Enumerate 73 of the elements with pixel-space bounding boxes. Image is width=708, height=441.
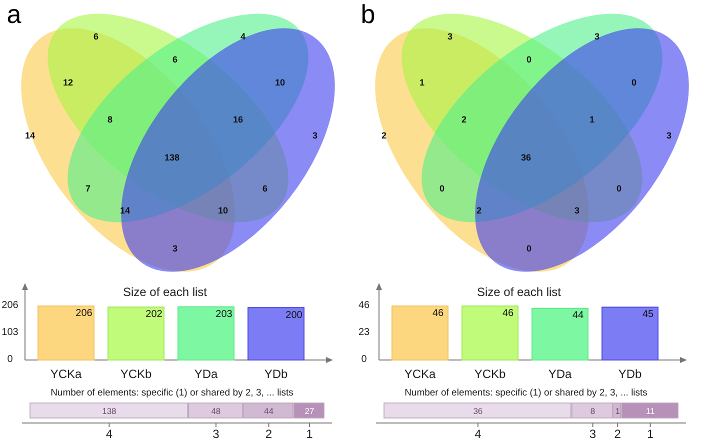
tick-label: 46 — [358, 301, 370, 311]
tick-label: 1 — [306, 428, 313, 440]
tick-label: 23 — [358, 328, 370, 338]
tick-label: 0 — [361, 355, 367, 365]
region-count: 3 — [172, 244, 178, 254]
tick-label: 3 — [212, 428, 220, 440]
region-count: 2 — [462, 116, 466, 124]
segment-value: 27 — [304, 406, 314, 416]
region-count: 0 — [632, 78, 636, 88]
region-count: 2 — [476, 206, 482, 216]
region-count: 12 — [63, 78, 73, 88]
segment-value: 138 — [102, 406, 116, 416]
region-count: 138 — [164, 154, 180, 162]
tick-label: 206 — [2, 301, 18, 311]
panel-letter: b — [360, 1, 376, 27]
region-count: 3 — [448, 32, 452, 42]
tick-label: 4 — [474, 428, 482, 440]
tick-label: 1 — [646, 428, 654, 440]
region-count: 6 — [94, 32, 98, 42]
segment-value: 11 — [646, 406, 655, 416]
region-count: 7 — [86, 184, 90, 194]
category-label: YCKb — [120, 368, 152, 380]
category-label: YDb — [264, 368, 288, 380]
region-count: 1 — [420, 78, 424, 88]
value-label: 46 — [432, 309, 444, 319]
tick-label: 103 — [2, 328, 18, 338]
region-count: 3 — [312, 132, 318, 140]
chart-title: Size of each list — [476, 286, 562, 298]
category-label: YCKa — [50, 368, 82, 380]
region-count: 10 — [218, 206, 228, 216]
tick-label: 3 — [589, 428, 596, 440]
region-count: 3 — [666, 132, 672, 140]
chart-title: Number of elements: specific (1) or shared by 2, 3, ... lists — [404, 388, 648, 398]
region-count: 16 — [233, 116, 243, 124]
region-count: 6 — [172, 56, 178, 64]
region-count: 3 — [594, 32, 600, 42]
tick-label: 2 — [614, 428, 621, 440]
value-label: 203 — [216, 310, 232, 320]
segment-value: 1 — [615, 406, 620, 416]
tick-label: 4 — [106, 428, 113, 440]
region-count: 10 — [275, 78, 285, 88]
category-label: YDa — [194, 368, 218, 380]
region-count: 14 — [25, 132, 35, 140]
region-count: 0 — [526, 56, 532, 64]
chart-title: Size of each list — [122, 286, 208, 298]
region-count: 3 — [574, 206, 580, 216]
region-count: 36 — [521, 154, 531, 162]
tick-label: 2 — [265, 428, 272, 440]
region-count: 0 — [526, 244, 532, 254]
category-label: YDa — [548, 368, 572, 380]
chart-title: Number of elements: specific (1) or shared by 2, 3, ... lists — [50, 388, 294, 398]
value-label: 45 — [642, 310, 654, 320]
region-count: 0 — [616, 184, 622, 194]
region-count: 8 — [108, 116, 112, 124]
value-label: 44 — [572, 311, 584, 322]
segment-value: 48 — [211, 406, 221, 416]
category-label: YCKa — [404, 368, 436, 380]
segment-value: 8 — [590, 406, 596, 416]
value-label: 46 — [502, 309, 514, 319]
segment-value: 44 — [264, 406, 274, 416]
category-label: YCKb — [474, 368, 506, 380]
region-count: 1 — [590, 116, 594, 124]
tick-label: 0 — [7, 355, 13, 365]
panel-letter: a — [6, 1, 22, 27]
value-label: 200 — [286, 310, 302, 321]
region-count: 6 — [262, 184, 268, 194]
region-count: 2 — [382, 132, 386, 140]
value-label: 206 — [76, 309, 92, 319]
region-count: 4 — [240, 32, 246, 42]
segment-value: 36 — [473, 406, 483, 416]
value-label: 202 — [146, 310, 162, 320]
region-count: 0 — [440, 184, 444, 194]
category-label: YDb — [618, 368, 642, 380]
